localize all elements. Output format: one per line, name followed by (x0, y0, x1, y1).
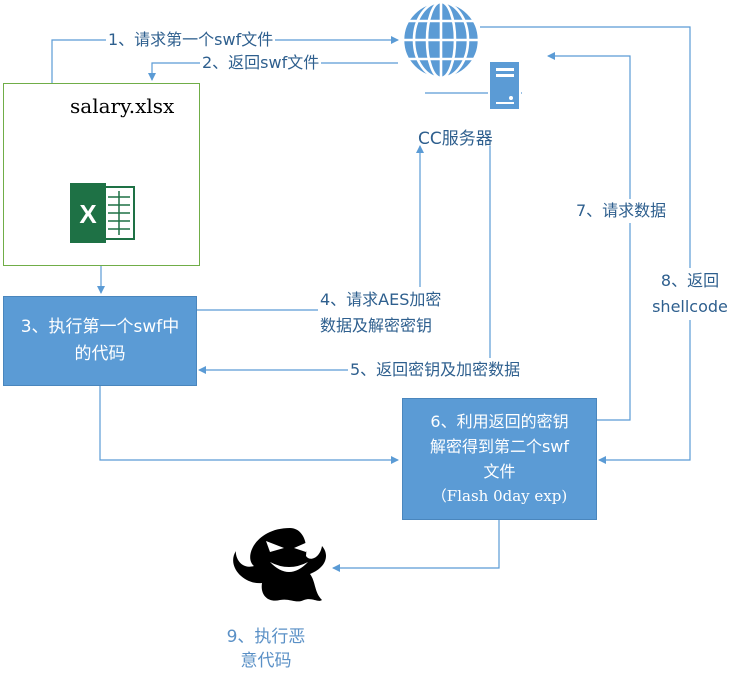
step-2-label: 2、返回swf文件 (200, 51, 322, 75)
step-9-line-2: 意代码 (240, 651, 292, 671)
globe-icon (401, 0, 481, 80)
step-9-line-1: 9、执行恶 (226, 627, 306, 647)
step-8-line-2: shellcode (652, 297, 728, 316)
step-1-label: 1、请求第一个swf文件 (106, 28, 276, 52)
decrypt-second-swf-box: 6、利用返回的密钥 解密得到第二个swf 文件 （Flash 0day exp) (402, 398, 597, 520)
cc-server-label: CC服务器 (418, 129, 493, 149)
step-4-line-1: 4、请求AES加密 (320, 290, 442, 309)
ghost-icon (233, 528, 326, 602)
step-4-label: 4、请求AES加密 数据及解密密钥 (318, 287, 444, 339)
server-icon (488, 60, 521, 111)
step-3-line-2: 的代码 (74, 344, 126, 364)
arrow-step-8 (480, 26, 691, 464)
arrow-step-9 (332, 519, 500, 572)
step-8-line-1: 8、返回 (660, 271, 720, 290)
arrow-step-1 (51, 36, 399, 83)
excel-icon: X (70, 183, 135, 243)
svg-text:X: X (79, 199, 97, 229)
arrow-exec-to-decrypt (99, 385, 399, 464)
step-4-line-2: 数据及解密密钥 (320, 316, 433, 335)
step-5-label: 5、返回密钥及加密数据 (348, 358, 523, 382)
step-6-line-3: 文件 (483, 462, 516, 481)
step-7-label: 7、请求数据 (574, 199, 669, 223)
attachment-file-box: salary.xlsx X (3, 83, 200, 266)
step-3-line-1: 3、执行第一个swf中 (20, 317, 180, 337)
step-6-line-1: 6、利用返回的密钥 (430, 412, 569, 431)
arrow-step-4 (196, 145, 424, 311)
execute-first-swf-box: 3、执行第一个swf中 的代码 (3, 296, 197, 386)
arrow-step-7 (547, 52, 631, 421)
step-6-line-4: （Flash 0day exp) (431, 487, 568, 505)
step-9-label: 9、执行恶 意代码 (226, 625, 306, 673)
step-6-line-2: 解密得到第二个swf (429, 437, 570, 456)
file-name: salary.xlsx (70, 94, 175, 118)
step-8-label: 8、返回 shellcode (648, 268, 732, 320)
